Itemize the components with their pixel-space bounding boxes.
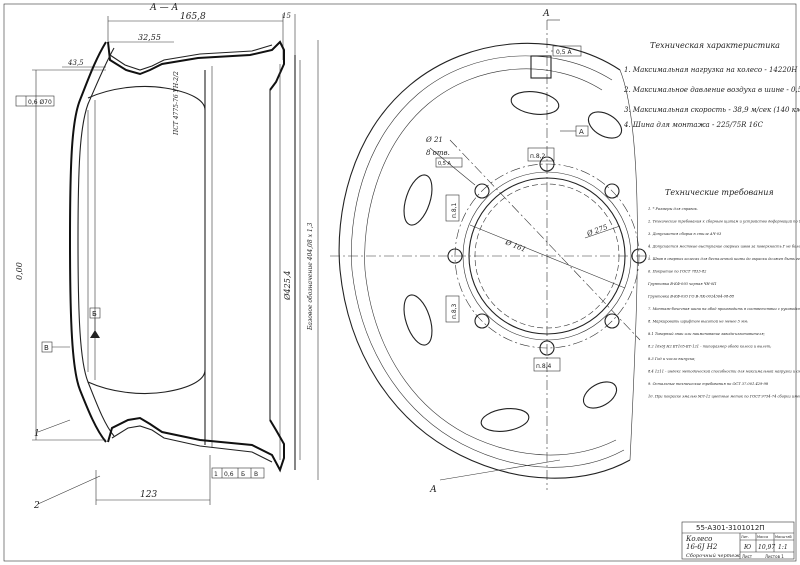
tech-char-4: 4. Шина для монтажа - 225/75R 16С xyxy=(623,121,764,129)
mass-header: Масса xyxy=(757,535,768,539)
tech-req-10: 8.1 Товарный знак или наименование завод… xyxy=(648,332,766,336)
box-a: п.8,2 xyxy=(530,153,546,160)
rim-diameter: Ø425,4 xyxy=(283,271,292,301)
scale-value: 1:1 xyxy=(778,544,788,551)
scale-header: Масштаб xyxy=(775,535,792,539)
box-c: п.8,3 xyxy=(451,303,458,319)
sheet-frame xyxy=(3,3,797,562)
dim-height: 0,00 xyxy=(15,262,24,280)
hole-label: 8 отв. xyxy=(426,149,450,157)
gdt-bottom-1: 0,6 xyxy=(224,471,234,478)
dim-flange: 15 xyxy=(282,12,291,20)
sheet-label: Лист xyxy=(742,554,753,559)
box-b: п.8,1 xyxy=(451,202,458,218)
tech-req-0: 1. * Размеры для справок. xyxy=(648,207,698,211)
tech-req-title: Технические требования xyxy=(665,188,774,197)
tech-req-6: Грунтовка В-КФ-093 черная ЧН-0П xyxy=(647,282,717,286)
tech-characteristics: Техническая характеристика 1. Максимальн… xyxy=(623,41,800,129)
gdt-top: 0,5 А xyxy=(556,49,572,56)
gdt-bottom-3: В xyxy=(254,471,258,478)
name-line3: Сборочный чертеж xyxy=(686,552,740,559)
gdt-right: А xyxy=(579,128,584,136)
tech-char-3: 3. Максимальная скорость - 38,9 м/сек (1… xyxy=(624,106,800,114)
rim-note: Базовое обозначение 404,08 х 1,3 xyxy=(307,222,314,331)
tech-char-title: Техническая характеристика xyxy=(650,41,780,50)
tech-req-3: 4. Допускается местные выступание сварны… xyxy=(647,245,800,249)
tech-req-8: 7. Монтаж-бочечная шина на обод производ… xyxy=(648,307,800,311)
tech-req-2: 3. Допускается сборка в стиле АЧ-03 xyxy=(648,232,722,236)
tech-req-14: 9. Остальные технические требования по О… xyxy=(648,382,769,386)
tech-req-1: 2. Технические требования к сборным щита… xyxy=(647,220,800,224)
gdt-hole: 0,5 А xyxy=(438,161,452,167)
tech-req-12: 8.3 Год и число выпуска; xyxy=(648,357,696,361)
box-d: п.8,4 xyxy=(536,363,552,370)
tech-req-7: Грунтовка В-КФ-093 ГО В-ЛК-0024364-08-88 xyxy=(647,295,735,299)
section-mark: А xyxy=(542,9,550,19)
doc-number: 55-А301-3101012П xyxy=(696,524,765,532)
sheets-label: Листов 1 xyxy=(765,554,784,559)
tech-req-15: 10. При покраске эмалью МЛ-12 цветные ме… xyxy=(648,395,800,399)
tech-req-11: 8.2 16x6J H2 ЕТ105-ЕТ-121 - типоразмер о… xyxy=(648,345,772,349)
tech-req-4: 5. Швов в сварных колесах для беспалечно… xyxy=(648,257,800,261)
front-view: А А 0,5 А А Ø 21 8 отв. 0,5 А Ø 161 Ø 27… xyxy=(330,9,650,495)
tech-req-9: 8. Маркировать шрифтом высотой не менее … xyxy=(648,320,748,324)
gdt-left: 0,6 Ø70 xyxy=(28,99,52,106)
tech-char-1: 1. Максимальная нагрузка на колесо - 142… xyxy=(624,66,800,74)
dim-left: 43,5 xyxy=(67,59,84,67)
section-mark-bottom: А xyxy=(429,485,437,495)
dim-bottom: 123 xyxy=(140,490,157,500)
gdt-bottom-2: Б xyxy=(241,471,245,478)
section-label: А — А xyxy=(149,3,179,13)
title-block: 55-А301-3101012П Колесо 16-6J H2 Сборочн… xyxy=(681,521,795,560)
lit-value: Ю xyxy=(743,544,751,551)
tech-req-5: 6. Покрытие по ГОСТ 7833-82 xyxy=(648,270,707,274)
section-view: А — А 165,8 15 32,55 43,5 0,6 Ø70 xyxy=(15,3,319,511)
lit-header: Лит. xyxy=(741,535,749,539)
hole-dia: Ø 21 xyxy=(425,136,443,144)
tech-char-2: 2. Максимальное давление воздуха в шине … xyxy=(623,86,800,94)
gdt-bottom-0: 1 xyxy=(214,471,218,478)
dim-width: 165,8 xyxy=(180,12,206,22)
tech-req-13: 8.4 1211 - индекс методической способнос… xyxy=(648,370,800,374)
dim-top: 32,55 xyxy=(138,33,161,42)
name-line2: 16-6J H2 xyxy=(686,543,718,551)
callout-2: 2 xyxy=(33,501,40,511)
callout-1: 1 xyxy=(34,429,40,439)
pcd-label: Ø 275 xyxy=(585,223,609,238)
center-label: Ø 161 xyxy=(503,238,527,254)
name-line1: Колесо xyxy=(685,535,712,543)
mass-value: 10,97 xyxy=(758,544,775,551)
side-note: ПСТ 4775-76 УН-2/2 xyxy=(173,71,180,136)
datum-b: Б xyxy=(92,310,97,318)
tech-requirements: Технические требования 1. * Размеры для … xyxy=(647,188,800,399)
datum-v: В xyxy=(44,344,49,352)
